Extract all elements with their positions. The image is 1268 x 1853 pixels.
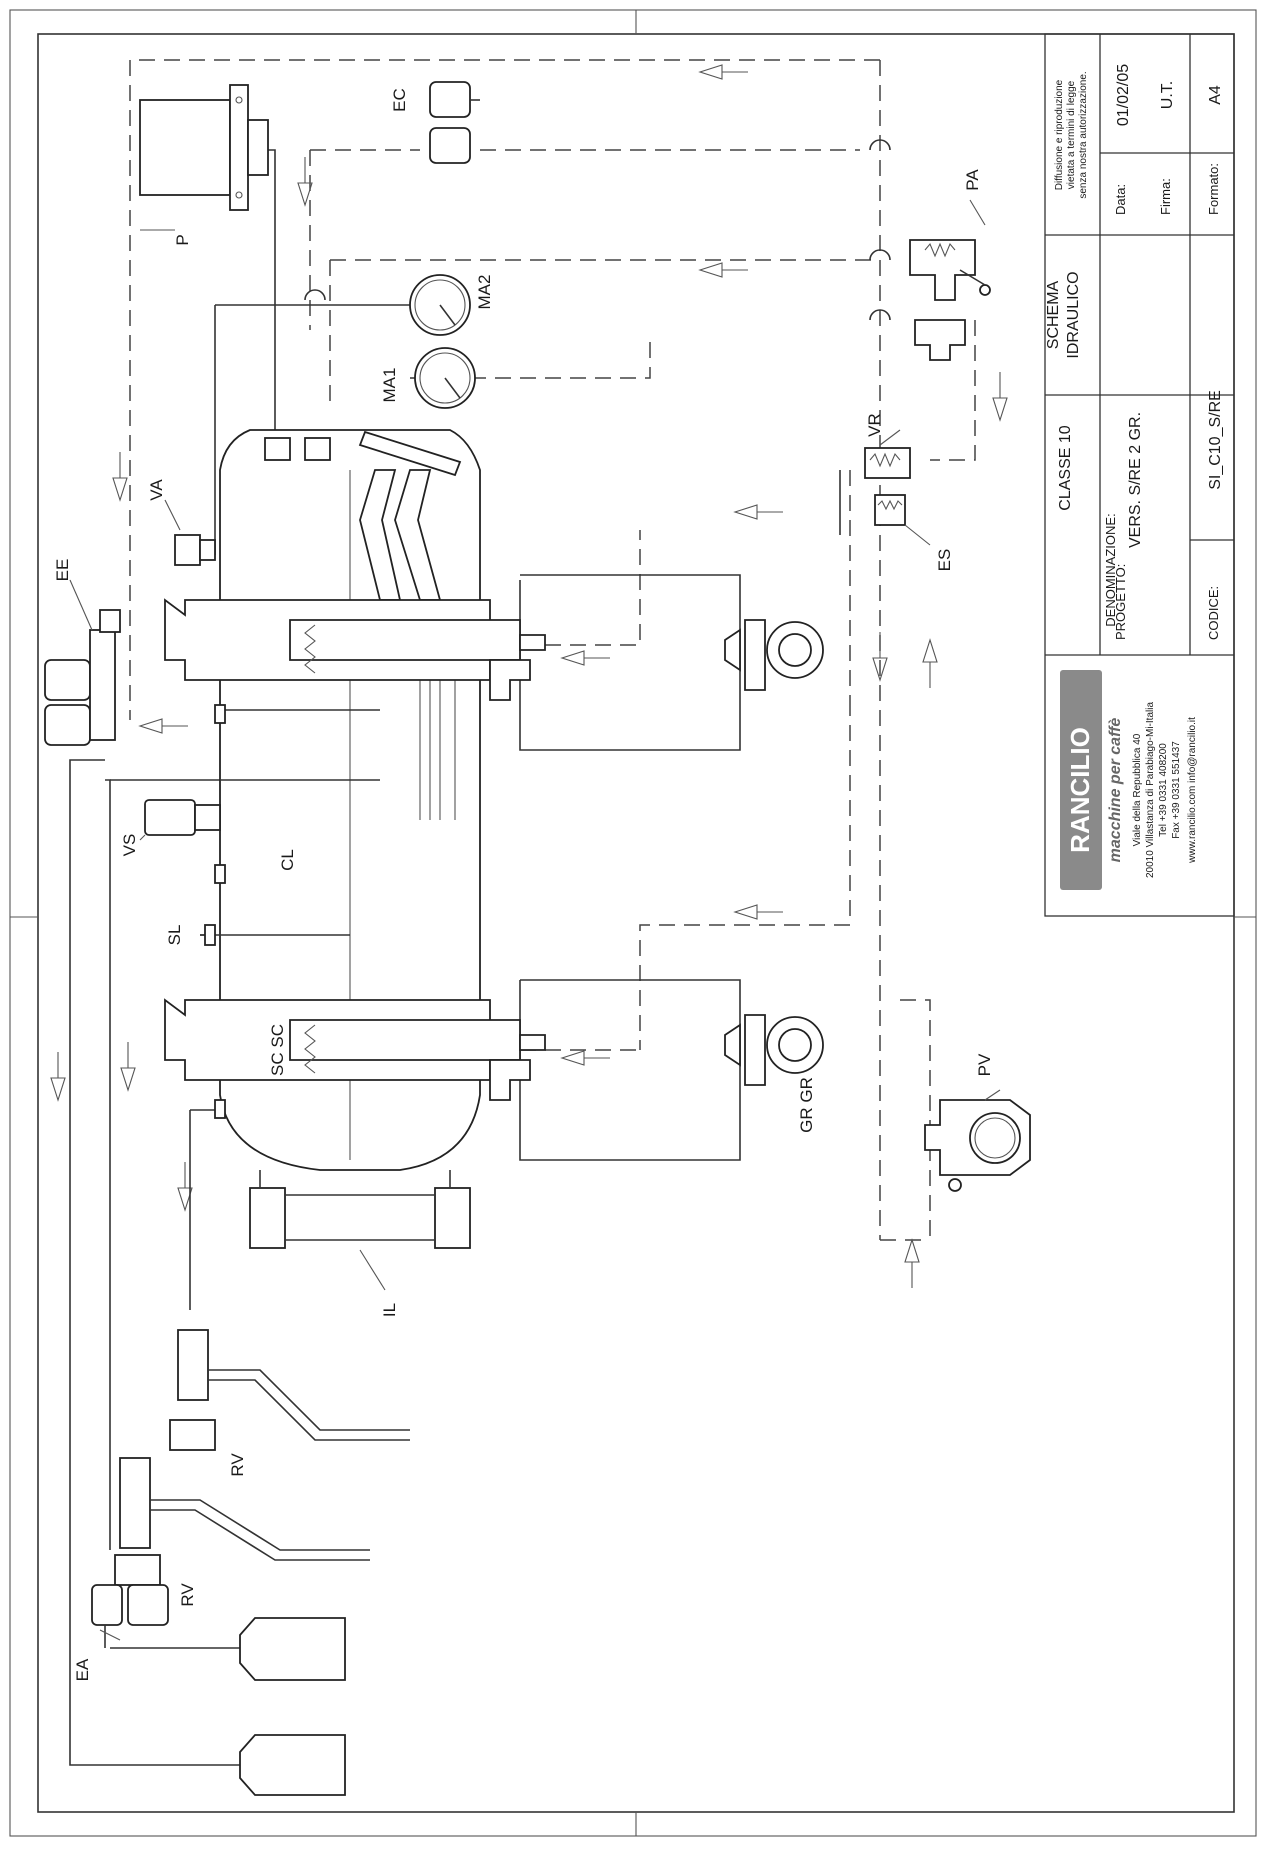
address-line-3: Tel +39 0331 408200 (1158, 743, 1169, 837)
group-head-1 (164, 598, 546, 701)
address-line-5: www.rancilio.com info@rancilio.it (1187, 717, 1198, 864)
label-vs: VS (120, 834, 139, 857)
solenoid-ee (44, 609, 121, 746)
label-cl: CL (278, 849, 297, 871)
title-line-2: IDRAULICO (1065, 271, 1082, 358)
level-glass (249, 1170, 471, 1249)
group-valve-1 (724, 619, 824, 691)
flow-arrows (50, 64, 1008, 1288)
pressure-switch-pa (909, 239, 991, 361)
project-value: CLASSE 10 (1057, 425, 1074, 510)
format-value: A4 (1207, 85, 1224, 105)
label-gr: GR GR (797, 1077, 816, 1133)
date-value: 01/02/05 (1115, 64, 1132, 126)
name-value: VERS. S/RE 2 GR. (1127, 412, 1144, 548)
label-pv: PV (975, 1053, 994, 1076)
address-line-4: Fax +39 0331 551437 (1171, 741, 1182, 839)
signature-label: Firma: (1158, 178, 1173, 215)
group-valve-2 (724, 1014, 824, 1086)
solenoid-ea (91, 1584, 169, 1648)
code-label: CODICE: (1206, 586, 1221, 640)
name-label: DENOMINAZIONE: (1103, 513, 1118, 626)
signature-value: U.T. (1159, 81, 1176, 109)
label-es: ES (935, 549, 954, 572)
label-rv-2: RV (178, 1583, 197, 1607)
label-va: VA (147, 479, 166, 501)
label-pa: PA (963, 169, 982, 191)
label-ma1: MA1 (380, 368, 399, 403)
label-vr: VR (865, 413, 884, 437)
notice-line-2: vietata a termini di legge (1066, 80, 1077, 189)
component-labels: P EC PA MA2 MA1 VR ES VA EE VS CL SL SC … (53, 88, 994, 1681)
notice-line-1: Diffusione e riproduzione (1054, 79, 1065, 190)
title-block: Diffusione e riproduzione vietata a term… (1044, 33, 1235, 917)
pump (139, 84, 269, 211)
rancilio-logo: RANCILIO macchine per caffè (1060, 670, 1124, 890)
group-head-2 (164, 998, 546, 1101)
valve-vr (864, 447, 911, 479)
tap-rv-2 (114, 1457, 370, 1586)
label-sc: SC SC (268, 1024, 287, 1076)
project-label: PROGETTO: (1113, 564, 1128, 640)
notice-line-3: senza nostra autorizzazione. (1078, 71, 1089, 198)
gauge-ma2 (409, 274, 471, 336)
label-sl: SL (165, 925, 184, 946)
safety-valve-vs (144, 799, 221, 836)
label-ma2: MA2 (475, 275, 494, 310)
label-rv-1: RV (228, 1453, 247, 1477)
drain-cup-2 (239, 1734, 346, 1796)
dashed-water-lines (129, 59, 976, 1241)
label-ec: EC (390, 88, 409, 112)
address-line-2: 20010 Villastanza di Parabiago-Mi-Italia (1145, 702, 1156, 878)
drain-cup-1 (239, 1617, 346, 1681)
label-il: IL (380, 1303, 399, 1317)
valve-va (174, 534, 216, 566)
format-label: Formato: (1206, 163, 1221, 215)
brand-name: RANCILIO (1065, 727, 1095, 853)
solenoid-ec (429, 81, 480, 164)
exchanger-es (874, 494, 906, 526)
label-p: P (173, 234, 192, 245)
gauge-ma1 (414, 347, 476, 409)
pump-head-pv (924, 1099, 1031, 1192)
brand-tagline: macchine per caffè (1107, 718, 1124, 863)
code-value: SI_C10_S/RE (1207, 390, 1224, 490)
title-line-1: SCHEMA (1045, 280, 1062, 349)
level-probe-sl (200, 924, 216, 946)
outer-border (9, 9, 1257, 1837)
label-ee: EE (53, 559, 72, 582)
date-label: Data: (1113, 184, 1128, 215)
address-line-1: Viale della Repubblica 40 (1132, 733, 1143, 846)
tap-rv-1 (169, 1329, 410, 1451)
label-ea: EA (73, 1658, 92, 1681)
